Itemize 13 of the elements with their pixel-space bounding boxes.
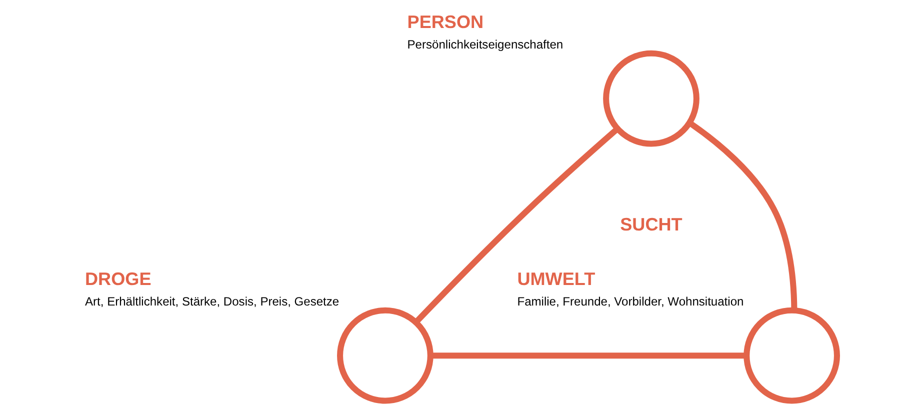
label: SUCHT — [620, 214, 682, 234]
node-circle — [603, 50, 700, 147]
node-label: PERSON — [407, 12, 484, 32]
connector — [414, 126, 620, 324]
connector — [688, 120, 798, 310]
node-label: DROGE — [85, 269, 152, 290]
node-label: Art, Erhältlichkeit, Stärke, Dosis, Preis, Gesetze — [85, 294, 340, 308]
node-label: Familie, Freunde, Vorbilder, Wohnsituation — [517, 294, 744, 308]
node-circle — [744, 307, 840, 404]
node-circle — [337, 307, 434, 404]
connector — [430, 352, 746, 359]
node-label: Persönlichkeitseigenschaften — [407, 37, 564, 52]
node-label: UMWELT — [517, 269, 596, 290]
